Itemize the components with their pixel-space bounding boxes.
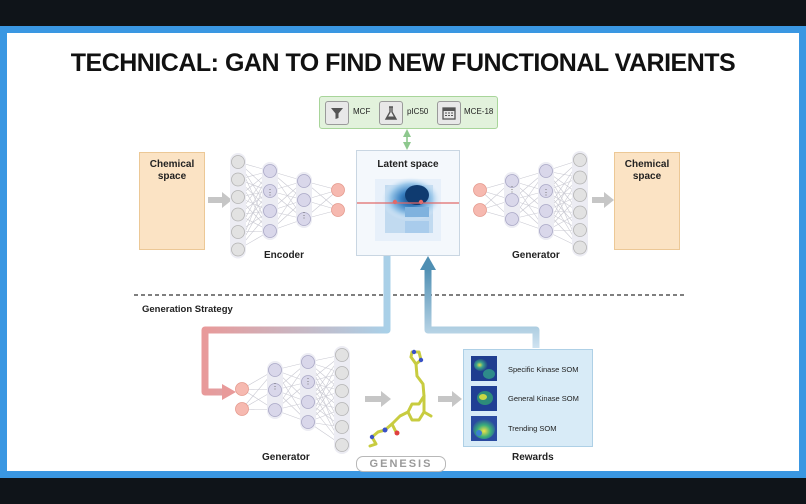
specific-kinase-som-map [471,356,497,381]
network-node [301,395,315,409]
generation-strategy-label: Generation Strategy [142,304,233,315]
layer-ellipsis: ⋮ [266,188,274,197]
chemical-space-input: Chemical space [139,152,205,250]
network-node [505,193,519,207]
general-kinase-som-map [471,386,497,411]
property-label-pic50: pIC50 [407,107,429,116]
network-node [301,355,315,369]
filter-icon[interactable] [325,101,349,125]
network-node [335,420,349,434]
generator-bottom-label: Generator [262,452,310,463]
layer-band [262,162,278,240]
generated-molecule [368,350,433,448]
network-node [268,383,282,397]
network-node [573,240,587,255]
encoder-network: ⋮⋮ [230,153,345,259]
network-node [573,205,587,220]
layer-ellipsis: ⋮ [542,188,550,197]
latent-space-panel: Latent space [356,150,460,256]
network-node [335,384,349,398]
network-node [231,190,245,204]
trending-som-map [471,416,497,441]
layer-ellipsis: ⋮ [300,211,308,220]
network-node [335,348,349,362]
network-node [231,207,245,222]
specific-kinase-som-label: Specific Kinase SOM [508,365,579,374]
chemical-space-output: Chemical space [614,152,680,250]
network-node [297,193,311,207]
network-node [297,212,311,226]
latent-heatmap [357,177,459,241]
property-label-mcf: MCF [353,107,371,116]
network-node [573,153,587,167]
network-node [235,382,249,396]
arrow-generator-to-molecule [365,391,391,407]
network-node [301,415,315,429]
latent-to-generator-loop [201,256,391,396]
network-node [473,183,487,197]
trending-som-label: Trending SOM [508,424,557,433]
network-node [505,212,519,226]
encoder-label: Encoder [264,250,305,261]
layer-ellipsis: ⋮ [271,382,279,391]
network-node [573,223,587,237]
property-panel: MCF pIC50 MCE-18 [319,96,498,129]
general-kinase-som-label: General Kinase SOM [508,394,579,403]
generator-top-label: Generator [512,250,560,261]
network-node [231,242,245,257]
network-node [268,403,282,417]
network-node [473,203,487,217]
chemical-space-output-label: Chemical space [624,159,670,182]
rewards-label: Rewards [512,452,554,463]
network-node [539,224,553,238]
network-node [335,402,349,416]
network-node [505,174,519,188]
network-node [235,402,249,416]
network-node [231,225,245,239]
latent-space-label: Latent space [377,159,439,170]
network-node [301,375,315,389]
arrow-chem-to-encoder [208,192,232,208]
layer-ellipsis: ⋮ [304,377,312,386]
network-node [331,203,345,217]
network-node [231,172,245,187]
property-label-mce18: MCE-18 [464,107,494,116]
flask-icon[interactable] [379,101,403,125]
network-node [573,170,587,185]
generator-network-top: ⋮⋮ [473,151,588,257]
layer-band [538,162,554,240]
network-node [263,204,277,218]
calendar-icon[interactable] [437,101,461,125]
network-node [539,184,553,198]
arrow-molecule-to-rewards [438,391,462,407]
layer-band [300,353,316,431]
network-node [263,224,277,238]
loop-arrowhead-right [420,256,436,270]
network-node [231,155,245,169]
generated-molecule-atoms [369,349,424,440]
network-node [268,363,282,377]
layer-ellipsis: ⋮ [508,185,516,194]
chemical-space-input-label: Chemical space [149,159,195,182]
network-node [539,164,553,178]
network-node [331,183,345,197]
network-node [297,174,311,188]
network-node [573,188,587,202]
network-node [263,184,277,198]
layer-band [334,346,350,454]
generator-network-bottom: ⋮⋮ [235,346,350,454]
genesis-logo: GENESIS [356,456,446,472]
slide-title: TECHNICAL: GAN TO FIND NEW FUNCTIONAL VA… [70,49,736,77]
network-node [335,438,349,452]
arrow-generator-to-chem [592,192,614,208]
network-node [335,366,349,380]
loop-arrowhead-left [222,384,236,400]
network-node [263,164,277,178]
network-node [539,204,553,218]
rewards-panel: Specific Kinase SOM General Kinase SOM T… [463,349,593,447]
rewards-to-latent-loop [424,268,540,348]
